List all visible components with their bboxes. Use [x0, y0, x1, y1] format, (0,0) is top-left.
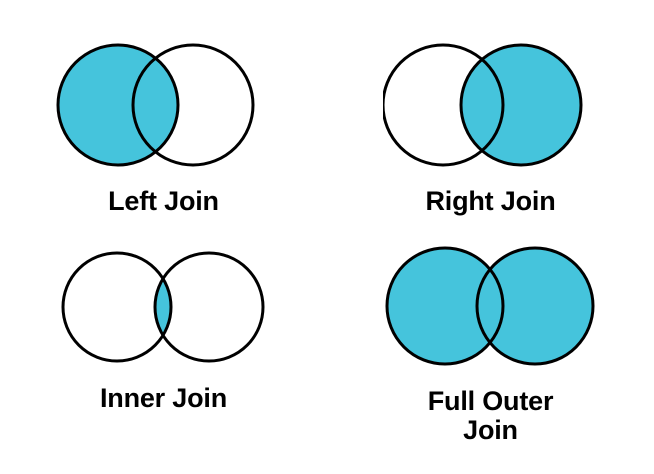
- left-join-right-circle-outline: [131, 43, 254, 167]
- right-join-left-circle-outline: [382, 43, 504, 167]
- left-join-label: Left Join: [108, 186, 219, 216]
- full-outer-join-right-circle: [476, 248, 593, 364]
- inner-join-left-circle: [62, 253, 171, 361]
- right-join-right-circle-outline: [459, 43, 582, 167]
- right-join-overlap-region: [460, 45, 503, 165]
- full-outer-join-left-circle-outline: [385, 246, 504, 366]
- inner-join-right-circle-outline: [153, 251, 264, 363]
- inner-join-label: Inner Join: [99, 383, 227, 413]
- venn-cell-full-outer-join: Full Outer Join: [327, 237, 654, 474]
- left-join-venn-figure: [56, 43, 254, 167]
- full-outer-join-venn-figure: [385, 246, 594, 366]
- full-outer-join-left-circle: [386, 248, 503, 364]
- venn-cell-right-join: Right Join: [327, 0, 654, 237]
- inner-join-venn-figure: [61, 251, 264, 363]
- right-join-label: Right Join: [425, 186, 556, 216]
- left-join-left-circle-outline: [56, 43, 179, 167]
- venn-cell-left-join: Left Join: [0, 0, 327, 237]
- inner-join-left-circle-outline: [61, 251, 172, 363]
- full-outer-join-right-circle-outline: [475, 246, 594, 366]
- right-join-venn-figure: [382, 43, 582, 167]
- full-outer-join-label: Full Outer Join: [427, 386, 554, 446]
- inner-join-right-circle: [154, 253, 263, 361]
- venn-cell-inner-join: Inner Join: [0, 237, 327, 474]
- left-join-overlap-region: [132, 45, 178, 165]
